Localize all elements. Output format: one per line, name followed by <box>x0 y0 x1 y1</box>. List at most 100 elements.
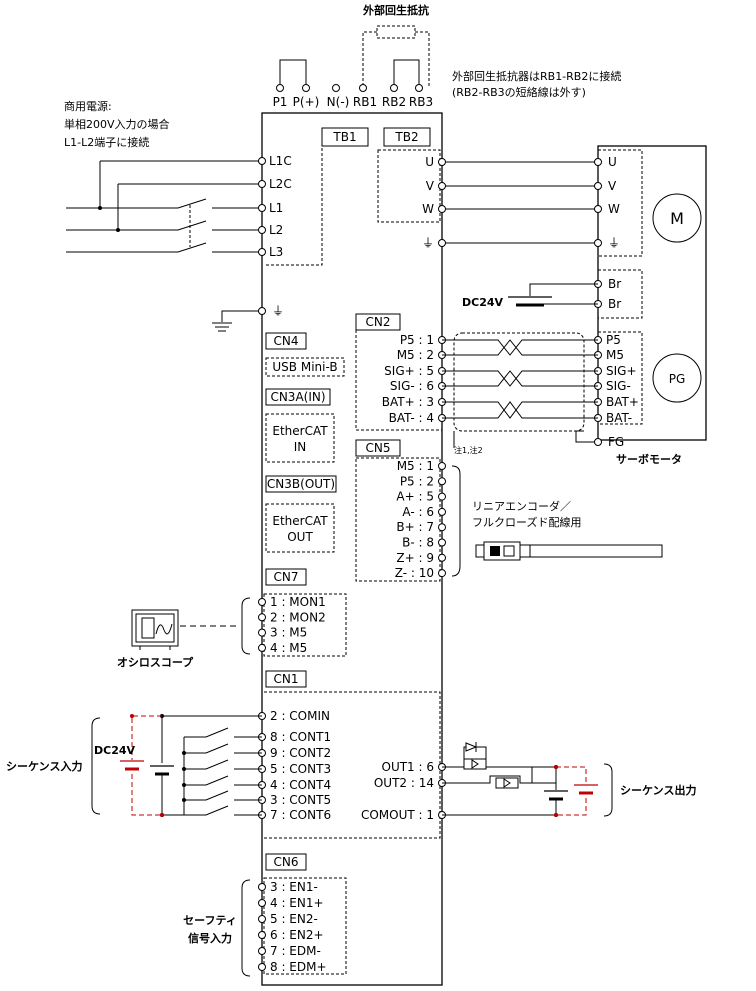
cn4-title: CN4 <box>274 334 299 348</box>
cn6-pin-label: 6 : EN2+ <box>270 928 324 942</box>
out-v: V <box>426 179 435 193</box>
cn5-pin-label: A+ : 5 <box>396 490 434 504</box>
seq-in-dc24v: DC24V <box>94 744 136 757</box>
pg-letters: PG <box>669 372 686 386</box>
cn1-input-label: 9 : CONT2 <box>270 746 331 760</box>
cn7-outline <box>263 593 347 657</box>
cn3a-label-1: EtherCAT <box>272 424 328 438</box>
power-note-3: L1-L2端子に接続 <box>64 135 149 149</box>
cn2-pin-label: BAT+ : 3 <box>382 395 434 409</box>
cn5-pin-label: B- : 8 <box>402 536 434 550</box>
in-w: W <box>608 202 620 216</box>
cn3a-title-box <box>265 388 331 406</box>
oscilloscope-icon <box>131 609 179 650</box>
term-l2c: L2C <box>269 177 292 191</box>
in-v: V <box>608 179 617 193</box>
cn6-pin-terminal <box>258 963 266 971</box>
cn6-pin-terminal <box>258 883 266 891</box>
cn6-label-2: 信号入力 <box>188 931 232 945</box>
tb1-box <box>321 127 369 147</box>
cn5-pin-list: M5 : 1P5 : 2A+ : 5A- : 6B+ : 7B- : 8Z+ :… <box>395 459 446 580</box>
twisted-wire <box>442 401 598 419</box>
cn7-pin-label: 3 : M5 <box>270 626 307 640</box>
red-dot <box>160 813 164 817</box>
cn5-pin-terminal <box>438 538 446 547</box>
cn7-title: CN7 <box>274 570 299 584</box>
term-l1: L1 <box>269 201 283 215</box>
tb2-label: TB2 <box>394 130 418 144</box>
twisted-wire <box>442 370 598 387</box>
twisted-wire <box>442 339 598 356</box>
cn5-title-box <box>355 439 401 457</box>
cn6-pin-terminal <box>258 899 266 907</box>
cn5-pin-label: B+ : 7 <box>396 520 434 534</box>
seq-in-label: シーケンス入力 <box>6 759 82 773</box>
cn3b-label-2: OUT <box>287 530 313 544</box>
power-terminals <box>276 84 423 92</box>
cn3b-label-1: EtherCAT <box>272 514 328 528</box>
cn7-pin-terminal <box>258 598 266 606</box>
left-terminals <box>258 157 266 256</box>
cn1-output-label: OUT2 : 14 <box>374 776 434 790</box>
cn1-input-label: 4 : CONT4 <box>270 778 331 792</box>
cn7-pin-label: 4 : M5 <box>270 641 307 655</box>
cn2-pin-label: SIG+ : 5 <box>384 364 434 378</box>
term-l3: L3 <box>269 245 283 259</box>
short-bars <box>279 59 420 88</box>
seq-out-brace <box>603 763 613 817</box>
cn2-title-box <box>355 313 401 331</box>
cn5-pin-label: Z- : 10 <box>395 566 434 580</box>
cn2-note: 注1,注2 <box>454 445 483 455</box>
brake-label-1: Br <box>608 277 621 291</box>
encoder-pin-label: BAT+ <box>606 395 639 409</box>
power-input-wiring <box>66 160 262 253</box>
twisted-wire <box>442 370 598 387</box>
cn6-pin-label: 4 : EN1+ <box>270 896 324 910</box>
cn5-pin-terminal <box>438 492 446 501</box>
encoder-pin-label: SIG- <box>606 379 631 393</box>
red-dot <box>130 714 134 718</box>
cn5-note-1: リニアエンコーダ／ <box>472 499 571 513</box>
out-w: W <box>422 202 434 216</box>
encoder-pin-label: BAT- <box>606 411 632 425</box>
cn2-outline <box>355 330 442 431</box>
out-ground-icon: ⏚ <box>422 236 434 250</box>
cn6-title: CN6 <box>274 855 299 869</box>
cn1-title-box <box>265 670 307 688</box>
cn7-pin-terminal <box>258 643 266 652</box>
encoder-pin-label: P5 <box>606 333 621 347</box>
tb1-outline <box>264 128 323 266</box>
cn7-title-box <box>265 568 307 586</box>
motor-in-terminals <box>594 158 602 247</box>
cn5-pin-terminal <box>438 569 446 578</box>
drive-ground-icon: ⏚ <box>272 304 284 318</box>
scope-label: オシロスコープ <box>117 655 194 669</box>
term-rb2: RB2 <box>382 95 406 109</box>
encoder-pin-label: SIG+ <box>606 364 637 378</box>
seq-out-label: シーケンス出力 <box>620 783 696 797</box>
term-l1c: L1C <box>269 154 292 168</box>
cn6-outline <box>263 877 347 975</box>
power-note-2: 単相200V入力の場合 <box>64 117 170 131</box>
cn4-label: USB Mini-B <box>272 360 337 374</box>
fg-terminal <box>594 438 602 446</box>
cn3b-title: CN3B(OUT) <box>267 477 335 491</box>
cn5-pin-terminal <box>438 477 446 486</box>
cn6-label-1: セーフティ <box>183 914 237 927</box>
cn3a-port <box>265 413 335 463</box>
cn3b-title-box <box>265 475 337 493</box>
cn1-input-label: 5 : CONT3 <box>270 762 331 776</box>
tb2-box <box>383 127 431 147</box>
cn1-input-label: 3 : CONT5 <box>270 793 331 807</box>
shield-drain <box>453 430 598 448</box>
cn7-pin-label: 1 : MON1 <box>270 595 326 609</box>
cn5-pin-terminal <box>438 553 446 562</box>
cn6-pin-terminal <box>258 947 266 955</box>
cn1-output-label: COMOUT : 1 <box>361 808 434 822</box>
motor-symbol <box>652 193 702 243</box>
term-p-plus: P(+) <box>293 95 320 109</box>
